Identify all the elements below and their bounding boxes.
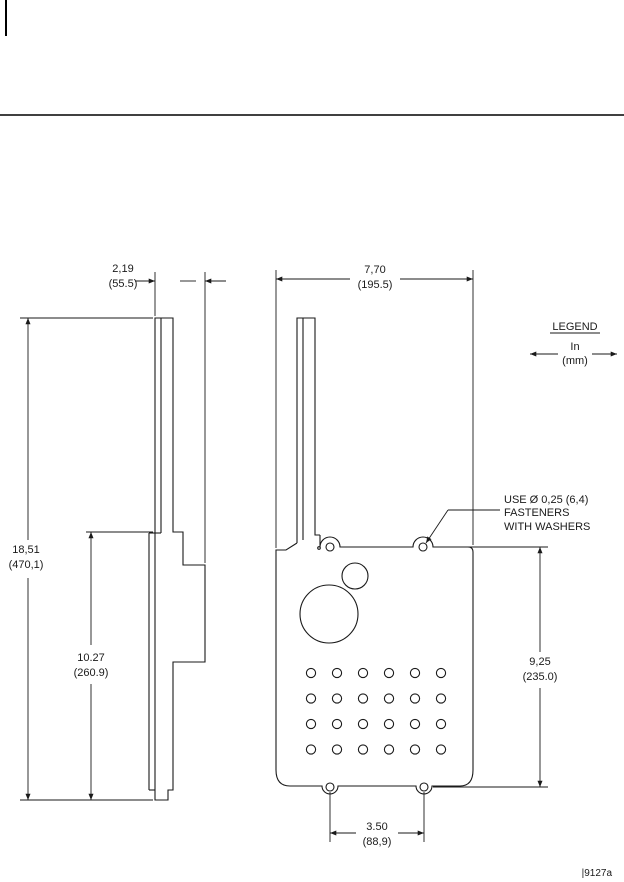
body-height-mm: (235.0)	[523, 671, 558, 683]
vent-hole	[331, 744, 343, 755]
front-view-mast	[296, 317, 320, 543]
side-view-outline	[154, 317, 206, 801]
fastener-note-line2: FASTENERS	[504, 507, 569, 519]
mount-height-mm: (260.9)	[74, 667, 109, 679]
vent-hole	[305, 718, 317, 730]
hole-spacing-in: 3.50	[366, 821, 387, 833]
vent-hole	[435, 744, 447, 755]
fastener-note-line1: USE Ø 0,25 (6,4)	[504, 494, 588, 506]
side-width-mm: (55.5)	[109, 278, 138, 290]
overall-height-mm: (470,1)	[9, 559, 44, 571]
vent-hole	[409, 744, 421, 755]
fastener-note-line3: WITH WASHERS	[504, 521, 590, 533]
figure-reference: |9127a	[582, 868, 613, 879]
vent-hole	[409, 693, 421, 704]
vent-hole	[305, 667, 317, 679]
front-width-in: 7,70	[364, 264, 385, 276]
vent-hole	[331, 718, 343, 730]
small-mark	[317, 546, 321, 550]
vent-hole	[357, 693, 369, 704]
legend-unit-in: In	[570, 341, 579, 353]
mounting-hole-top-right	[418, 542, 428, 552]
mount-height-in: 10.27	[77, 652, 105, 664]
vent-hole	[435, 718, 447, 730]
vent-hole	[357, 667, 369, 679]
overall-height-in: 18,51	[12, 544, 40, 556]
vent-hole	[305, 693, 317, 704]
vent-hole	[383, 718, 395, 730]
vent-hole-grid	[305, 667, 447, 755]
front-view-body	[275, 535, 474, 795]
hole-spacing-mm: (88,9)	[363, 836, 392, 848]
vent-hole	[357, 718, 369, 730]
legend-title: LEGEND	[552, 321, 597, 333]
mounting-hole-bottom-right	[419, 782, 429, 792]
vent-hole	[383, 667, 395, 679]
front-view: 7,70 (195.5) 9,25 (235.0) 3.50 (88,9)	[275, 264, 558, 848]
vent-hole	[409, 667, 421, 679]
vent-hole	[435, 693, 447, 704]
side-width-in: 2,19	[112, 263, 133, 275]
mounting-hole-bottom-left	[325, 782, 335, 792]
front-width-mm: (195.5)	[358, 279, 393, 291]
large-knockout	[299, 584, 359, 644]
vent-hole	[435, 667, 447, 679]
vent-hole	[357, 744, 369, 755]
mounting-hole-top-left	[325, 542, 335, 552]
vent-hole	[383, 744, 395, 755]
body-height-in: 9,25	[529, 656, 550, 668]
vent-hole	[409, 718, 421, 730]
legend: LEGEND In (mm)	[530, 321, 617, 367]
vent-hole	[331, 667, 343, 679]
small-knockout	[341, 562, 369, 590]
vent-hole	[383, 693, 395, 704]
legend-unit-mm: (mm)	[562, 355, 588, 367]
vent-hole	[305, 744, 317, 755]
side-view: 2,19 (55.5) 18,51 (470,1) 10.27 (260.9)	[9, 263, 226, 801]
vent-hole	[331, 693, 343, 704]
